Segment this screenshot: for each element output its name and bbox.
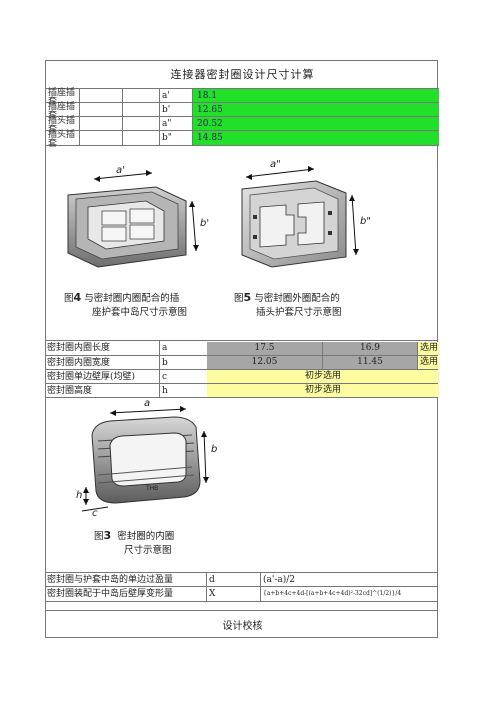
socket-housing-drawing [67, 170, 199, 268]
value-cell[interactable]: 18.1 [193, 89, 439, 103]
input-row[interactable]: 插座插套 a' 18.1 [46, 88, 439, 107]
var-name: a" [162, 119, 172, 129]
input-row[interactable]: 插座插套 b' 12.65 [46, 102, 439, 121]
row-label-interference: 密封圈与护套中岛的单边过盈量 [47, 575, 174, 585]
figure-3-caption: 图3 密封圈的内圈 尺寸示意图 [94, 529, 175, 556]
merged-note-h[interactable]: 初步选用 [207, 384, 439, 397]
row-label-deformation: 密封圈装配于中岛后壁厚变形量 [47, 589, 174, 599]
value-b-2[interactable]: 11.45 [323, 356, 418, 369]
var-c: c [159, 370, 206, 384]
value-cell[interactable]: 14.85 [193, 131, 439, 145]
var-name: b" [162, 133, 172, 143]
note-select-b: 选用 [418, 356, 439, 369]
plug-housing-drawing [241, 166, 359, 268]
value-cell[interactable]: 20.52 [193, 117, 439, 131]
value-a-1[interactable]: 17.5 [207, 342, 323, 355]
row-label: 插头插套 [48, 130, 76, 149]
spreadsheet: 连接器密封圈设计尺寸计算 插座插套 a' 18.1 插座插套 b' 12.65 … [45, 60, 439, 638]
var-d: d [206, 573, 260, 587]
design-check-heading: 设计校核 [222, 621, 263, 632]
merged-note-c[interactable]: 初步选用 [207, 370, 439, 383]
dim-label-a: a [144, 398, 151, 409]
formula-d[interactable]: (a'-a)/2 [260, 573, 439, 587]
figure-4-caption: 图4 与密封圈内圈配合的插 座护套中岛尺寸示意图 [64, 291, 188, 318]
row-label-inner-length: 密封圈内圈长度 [47, 343, 111, 353]
row-label-height: 密封圈高度 [47, 386, 93, 396]
seal-mark: THB [146, 485, 159, 492]
input-row[interactable]: 插头插套 a" 20.52 [46, 116, 439, 135]
var-name: a' [162, 91, 170, 101]
figure-4-5-area: a' b' a" b" 图4 与密封圈内圈配合的插 座护套中岛尺寸示意图 图5 … [46, 159, 439, 327]
var-a: a [159, 341, 206, 355]
var-b: b [159, 356, 206, 370]
value-cell[interactable]: 12.65 [193, 103, 439, 117]
dim-label-c: c [92, 508, 98, 519]
dim-label-b2: b" [360, 216, 371, 227]
seal-ring-drawing [81, 406, 209, 512]
dim-label-a1: a' [116, 165, 125, 176]
figure-5-caption: 图5 与密封圈外圈配合的 插头护套尺寸示意图 [234, 291, 342, 318]
dim-label-b: b [211, 444, 218, 455]
var-x: X [206, 587, 260, 601]
value-b-1[interactable]: 12.05 [207, 356, 323, 369]
formula-x[interactable]: {a+b+4c+4d-[(a+b+4c+4d)²-32cd]^(1/2)}/4 [260, 587, 439, 601]
value-a-2[interactable]: 16.9 [323, 342, 418, 355]
input-row[interactable]: 插头插套 b" 14.85 [46, 130, 439, 149]
var-h: h [159, 384, 206, 398]
dim-label-a2: a" [270, 159, 281, 170]
connector-illustrations [67, 166, 359, 268]
note-select-a: 选用 [418, 342, 439, 355]
figure-3-area: a b h c THB 图3 密封圈的内圈 尺寸示意图 [46, 398, 439, 566]
var-name: b' [162, 105, 171, 115]
dim-label-h: h [76, 490, 83, 501]
dim-label-b1: b' [200, 218, 210, 229]
row-label-wall-thickness: 密封圈单边壁厚(均壁) [47, 372, 136, 382]
sheet-title: 连接器密封圈设计尺寸计算 [170, 68, 315, 81]
row-label-inner-width: 密封圈内圈宽度 [47, 358, 111, 368]
